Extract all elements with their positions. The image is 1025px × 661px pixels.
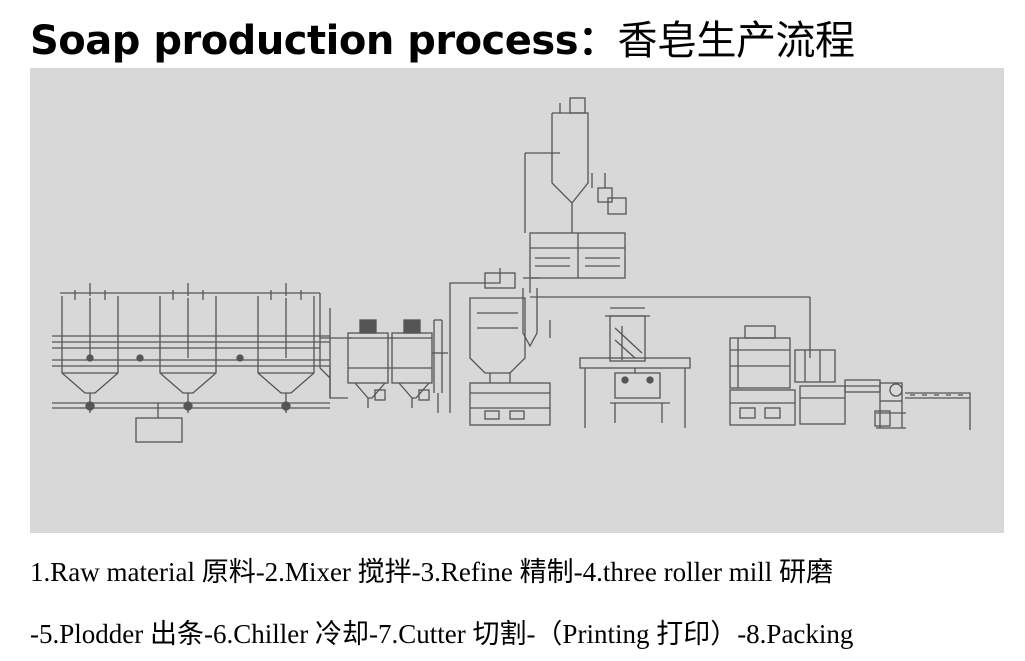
process-diagram	[30, 68, 1004, 533]
page-title: Soap production process：香皂生产流程	[30, 8, 855, 66]
cutter-and-conveyor	[874, 382, 971, 430]
process-caption-line-1: 1.Raw material 原料-2.Mixer 搅拌-3.Refine 精制…	[30, 557, 834, 587]
title-en: Soap production process：	[30, 18, 618, 64]
refine-and-vacuum-system	[449, 97, 811, 426]
mixer-units	[320, 319, 448, 413]
title-zh: 香皂生产流程	[617, 18, 856, 64]
process-diagram-drawing	[52, 97, 971, 443]
raw-material-tanks	[52, 283, 331, 443]
plodder-and-chiller	[729, 325, 881, 426]
three-roller-mill	[579, 307, 691, 428]
process-caption-line-2: -5.Plodder 出条-6.Chiller 冷却-7.Cutter 切割-（…	[30, 619, 854, 649]
